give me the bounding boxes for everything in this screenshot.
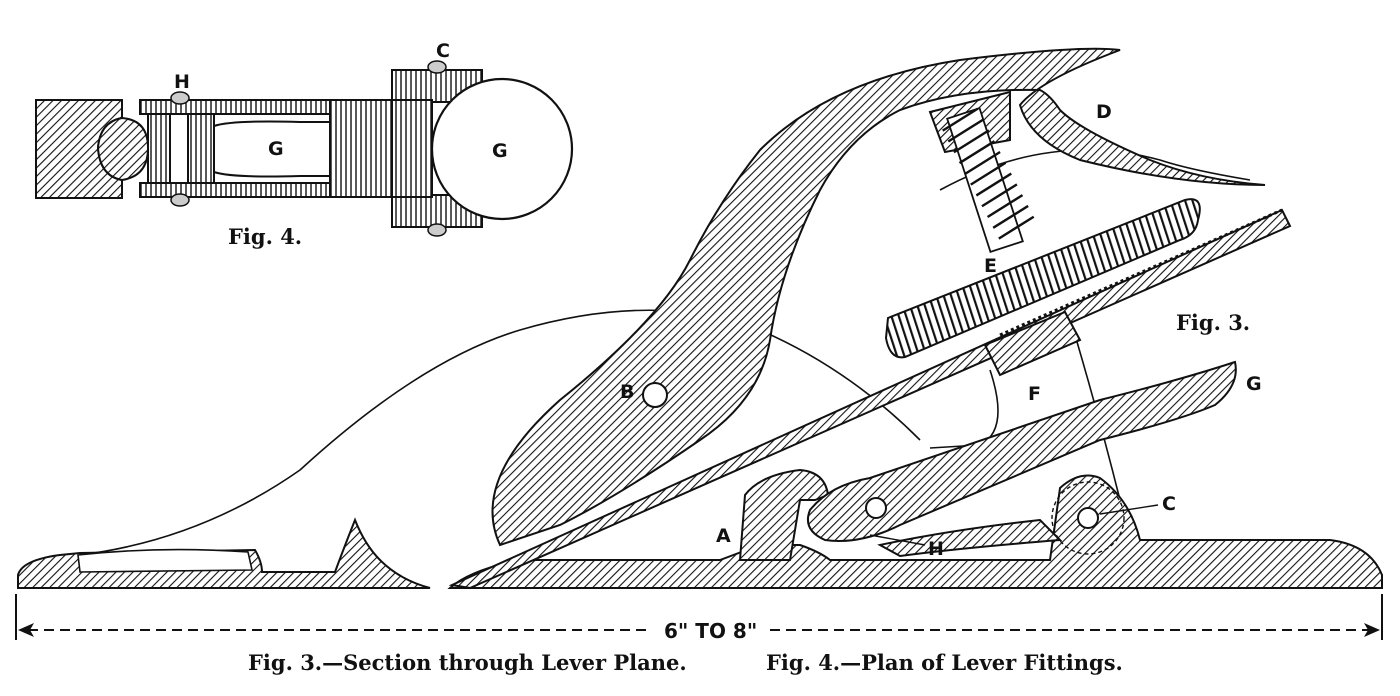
fig3-cam-lever-g	[806, 360, 1237, 542]
fig3-label-a: A	[716, 525, 731, 547]
fig4-pivot-body	[391, 99, 433, 198]
fig3-body-outline	[79, 309, 921, 556]
dimension-line	[15, 594, 1383, 640]
fig3-block-f	[983, 310, 1082, 377]
fig3-leader-h	[869, 534, 926, 546]
fig4-rivet-h-top	[170, 91, 190, 105]
fig4-cross-piece-left	[147, 113, 171, 184]
fig3-label-e: E	[984, 255, 997, 277]
fig3-bracket-outline	[929, 369, 999, 449]
fig3-label-g: G	[1246, 373, 1262, 395]
fig3-link	[877, 518, 1063, 558]
fig4-cross-piece-mid	[187, 113, 215, 184]
fig3-section-drawing	[17, 47, 1383, 590]
caption-fig4: Fig. 4.—Plan of Lever Fittings.	[766, 650, 1123, 675]
fig3-pivot-b	[642, 382, 668, 408]
fig3-pivot-c	[1077, 507, 1099, 529]
fig4-label-c: C	[436, 40, 450, 62]
fig3-label-c: C	[1162, 493, 1176, 515]
fig4-label-g-left: G	[268, 138, 284, 160]
fig4-knuckle	[96, 116, 150, 182]
fig3-title: Fig. 3.	[1176, 310, 1250, 335]
fig4-rivet-c-top	[427, 60, 447, 74]
fig3-label-b: B	[620, 381, 634, 403]
fig4-label-h: H	[174, 71, 190, 93]
fig3-screw-thread	[942, 107, 1035, 253]
fig3-rivet-h	[865, 497, 887, 519]
fig3-lever-d	[491, 47, 1266, 547]
fig3-pivot-c-outline	[1051, 481, 1125, 555]
fig3-label-d: D	[1096, 101, 1112, 123]
fig3-sole-toe-recess	[77, 548, 253, 573]
fig3-label-f: F	[1028, 383, 1041, 405]
fig3-adjusting-wheel-e	[884, 198, 1201, 359]
fig3-plane-iron	[448, 208, 1292, 590]
fig4-title: Fig. 4.	[228, 224, 302, 249]
fig4-rivet-h-bottom	[170, 193, 190, 207]
fig3-leader-c	[1099, 504, 1159, 515]
fig4-disc	[430, 77, 574, 221]
fig3-label-h: H	[928, 538, 944, 560]
fig4-plan-drawing	[35, 60, 574, 237]
fig4-rivet-c-bottom	[427, 223, 447, 237]
dimension-label: 6" TO 8"	[664, 619, 757, 643]
fig4-ribbed-collar	[329, 99, 393, 198]
fig4-label-g-right: G	[492, 140, 508, 162]
caption-fig3: Fig. 3.—Section through Lever Plane.	[248, 650, 687, 675]
